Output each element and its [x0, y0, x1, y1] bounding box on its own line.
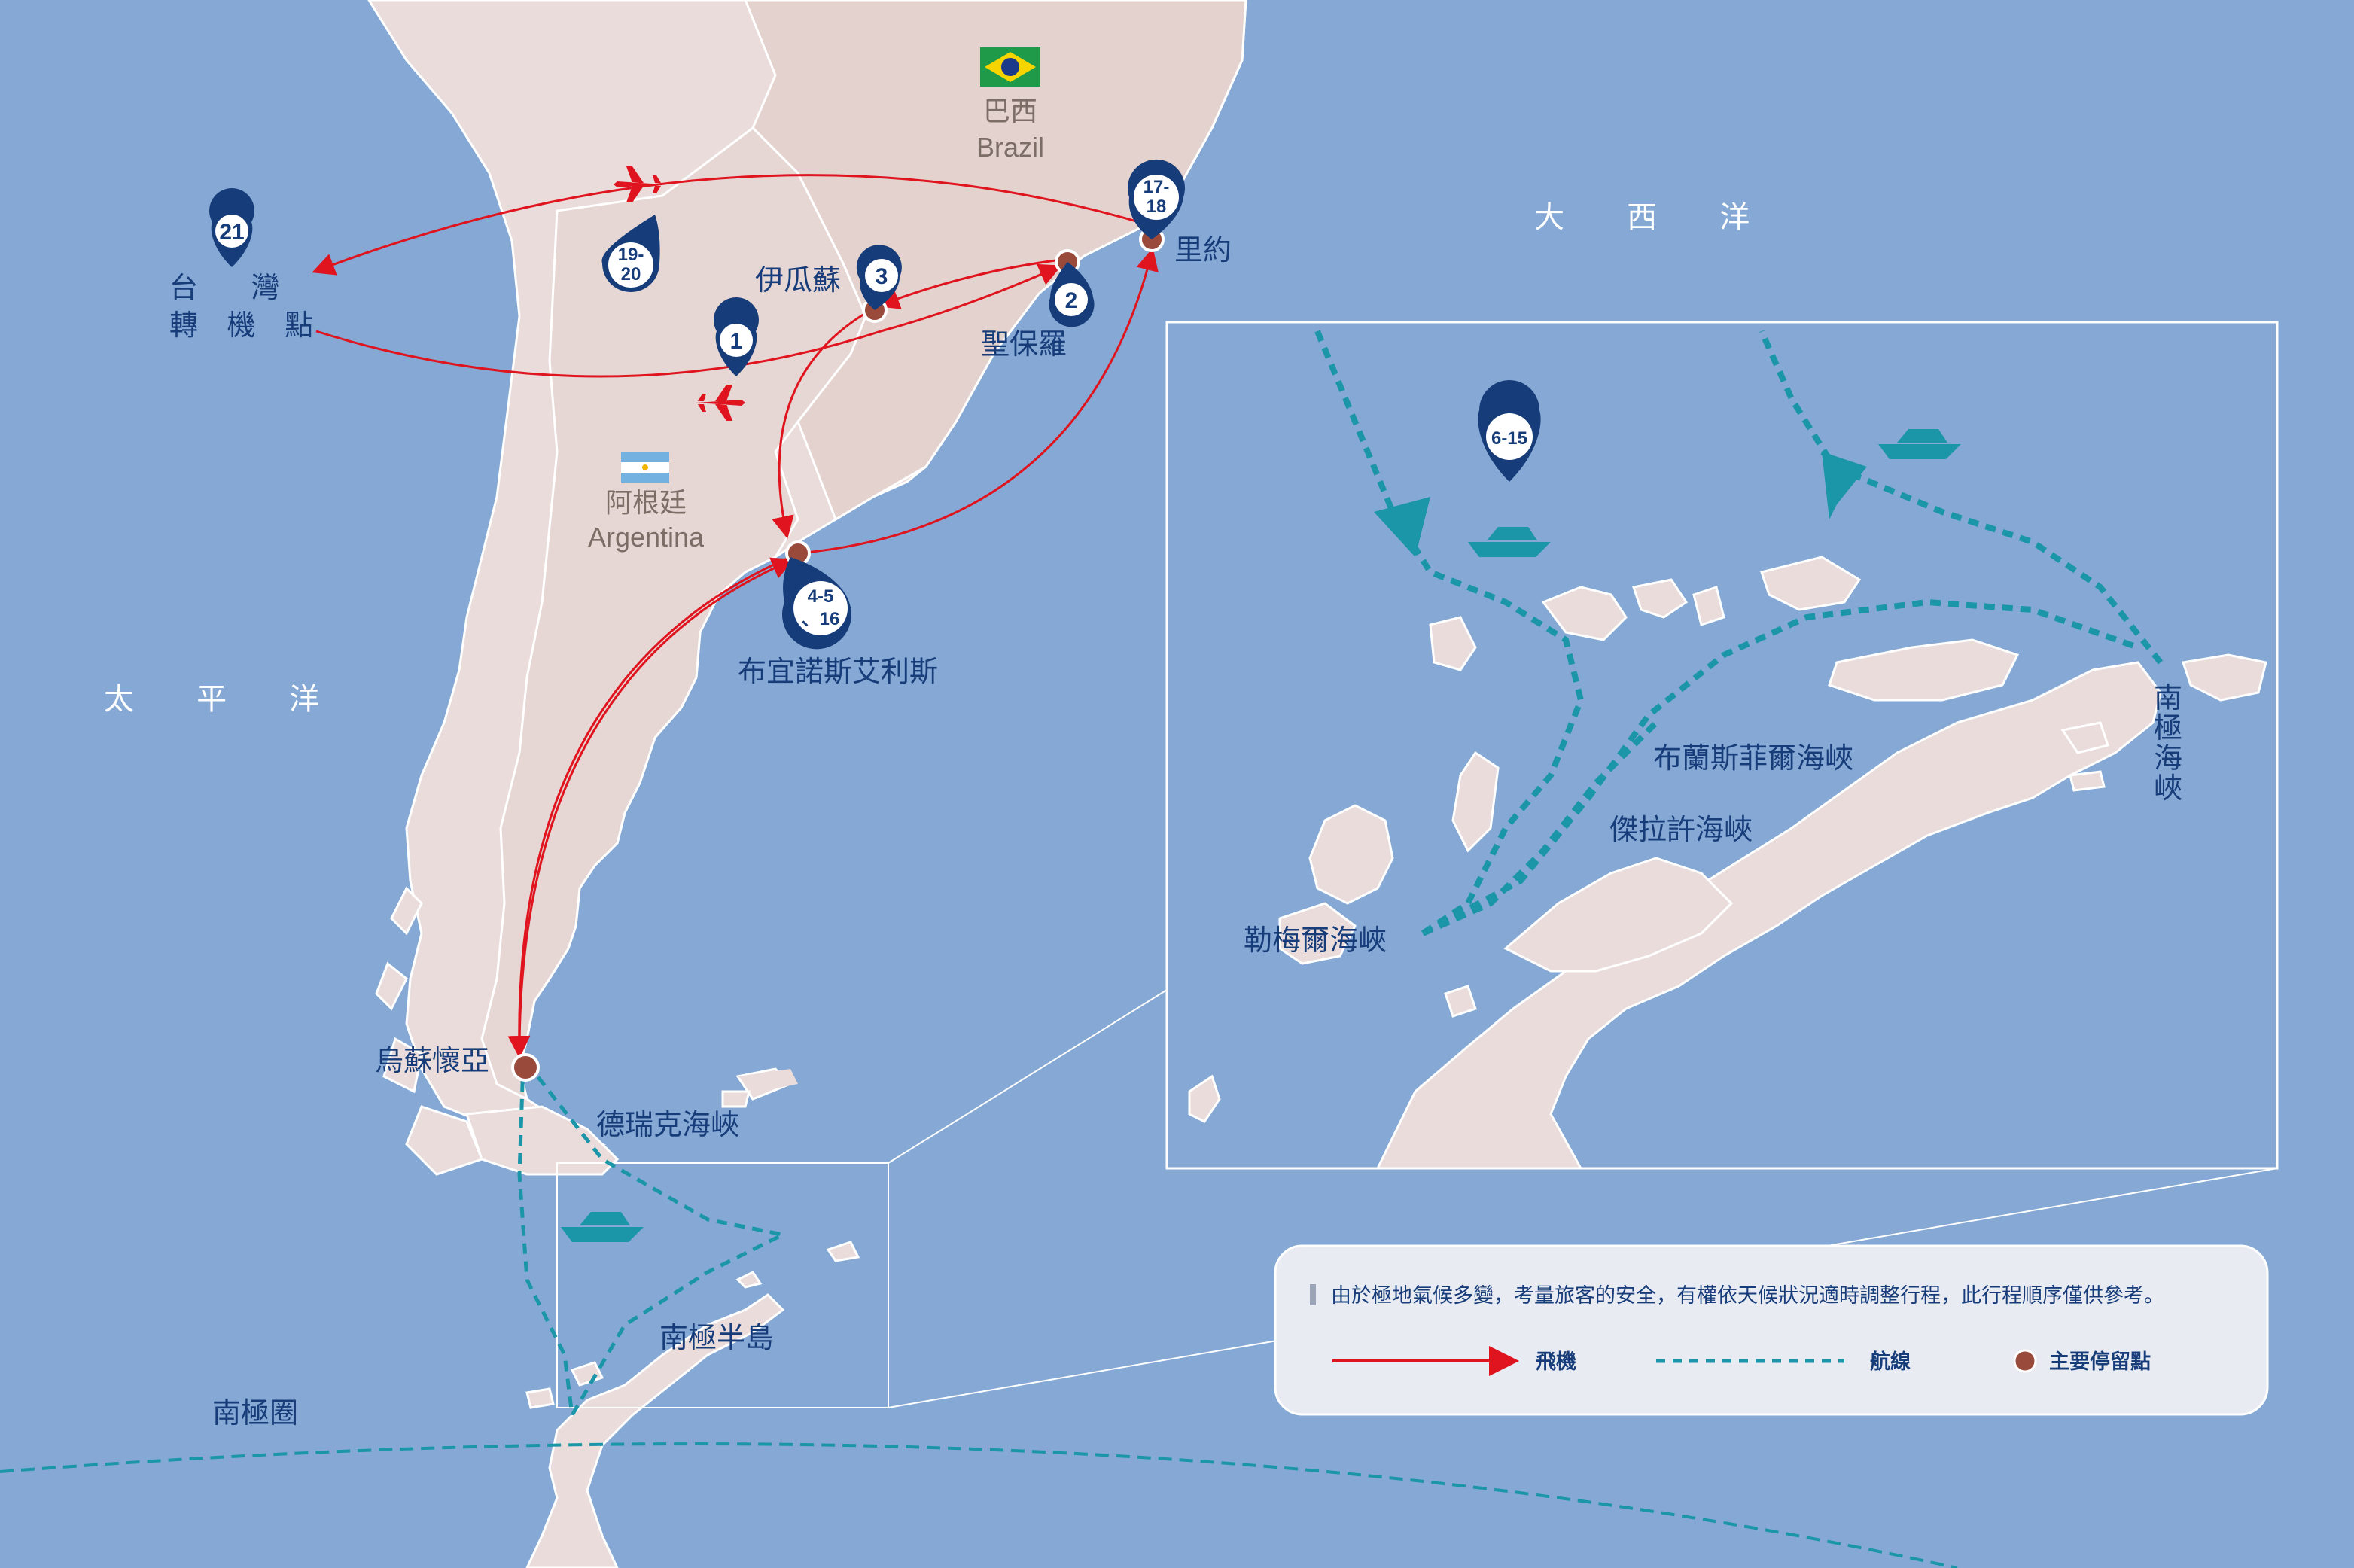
svg-text:18: 18 — [1147, 196, 1167, 217]
lemaire-label: 勒梅爾海峽 — [1244, 925, 1387, 957]
flight-to-saopaulo — [880, 263, 1062, 333]
gerlache-label: 傑拉許海峽 — [1609, 814, 1753, 846]
inset-link-top — [888, 989, 1168, 1164]
pin-day-2: 2 — [1049, 262, 1095, 327]
antarctic-inset: 6-15 勒梅爾海峽 傑拉許海峽 布蘭斯菲爾海峽 南 極 海 峽 — [1165, 321, 2279, 1170]
brazil-label-en: Brazil — [976, 132, 1044, 163]
ship-icon — [561, 1212, 644, 1242]
flight-saopaulo-iguazu — [876, 258, 1062, 309]
ship-icon — [1878, 429, 1961, 459]
argentina-label-zh: 阿根廷 — [605, 487, 687, 518]
pin-day-4-5-16: 4-5 、16 — [782, 557, 851, 650]
svg-text:19-: 19- — [618, 245, 644, 265]
antarctic-sound-label: 南 極 海 峽 — [2154, 683, 2182, 805]
atlantic-ocean-label: 大 西 洋 — [1534, 201, 1777, 234]
svg-text:17-: 17- — [1144, 177, 1170, 197]
flight-ba-ushuaia — [507, 556, 791, 1058]
argentina-label-en: Argentina — [588, 522, 705, 553]
legend-flight-label: 飛機 — [1536, 1350, 1576, 1373]
brazil-flag-icon — [980, 47, 1040, 87]
stop-ushuaia — [511, 1053, 540, 1082]
antarctic-circle-line — [0, 1442, 1958, 1568]
flight-ushuaia-ba — [518, 557, 795, 1055]
pin-day-21: 21 — [209, 188, 254, 267]
plane-icon — [696, 385, 745, 421]
drake-passage-label: 德瑞克海峽 — [596, 1110, 739, 1141]
antarctic-peninsula-label: 南極半島 — [659, 1323, 774, 1354]
taiwan-label-line1: 台 灣 — [169, 272, 303, 304]
pin-day-19-20: 19- 20 — [601, 215, 660, 292]
bransfield-label: 布蘭斯菲爾海峽 — [1653, 743, 1853, 775]
inset-arrow-1 — [1374, 497, 1430, 557]
inset-arrow-3 — [1822, 452, 1867, 504]
svg-text:峽: 峽 — [2154, 773, 2182, 805]
antarctic-circle-label: 南極圈 — [212, 1398, 298, 1429]
svg-text:6-15: 6-15 — [1491, 428, 1527, 449]
buenos-aires-label: 布宜諾斯艾利斯 — [738, 656, 938, 688]
svg-text:海: 海 — [2154, 743, 2182, 775]
sea-route-out — [517, 1062, 574, 1416]
legend-stop-icon — [2013, 1349, 2037, 1373]
legend-route-label: 航線 — [1870, 1350, 1911, 1373]
svg-text:1: 1 — [730, 329, 743, 354]
pin-day-6-15: 6-15 — [1478, 380, 1541, 482]
flight-rio-taiwan — [312, 174, 1153, 276]
pin-day-1: 1 — [713, 297, 760, 376]
argentina-flag-icon — [621, 452, 669, 483]
rio-label: 里約 — [1174, 235, 1232, 266]
inset-route-4 — [1820, 449, 2164, 665]
svg-text:極: 極 — [2154, 713, 2182, 744]
legend-note: 由於極地氣候多變，考量旅客的安全，有權依天候狀況適時調整行程，此行程順序僅供參考… — [1331, 1284, 2164, 1307]
svg-text:4-5: 4-5 — [808, 586, 834, 607]
svg-text:2: 2 — [1065, 288, 1078, 313]
flight-taiwan-sa — [315, 330, 882, 378]
plane-icon — [614, 166, 662, 202]
iguazu-label: 伊瓜蘇 — [755, 265, 841, 297]
svg-text:20: 20 — [621, 264, 641, 285]
sao-paulo-label: 聖保羅 — [981, 329, 1067, 361]
svg-text:3: 3 — [876, 264, 888, 289]
inset-source-frame — [556, 1162, 889, 1408]
inset-route-1 — [1314, 330, 1585, 936]
ushuaia-label: 烏蘇懷亞 — [375, 1046, 489, 1077]
ship-icon — [1468, 527, 1551, 557]
antarctic-peninsula-land — [525, 1069, 860, 1568]
svg-text:南: 南 — [2154, 683, 2182, 714]
legend-stop-label: 主要停留點 — [2049, 1350, 2151, 1373]
pin-day-3: 3 — [856, 245, 902, 310]
inset-route-5 — [1759, 330, 1832, 461]
flight-ba-rio — [797, 248, 1159, 555]
svg-text:、16: 、16 — [802, 609, 840, 629]
legend: 由於極地氣候多變，考量旅客的安全，有權依天候狀況適時調整行程，此行程順序僅供參考… — [1274, 1244, 2269, 1416]
brazil-label-zh: 巴西 — [983, 96, 1037, 126]
pin-day-17-18: 17- 18 — [1127, 159, 1186, 239]
taiwan-label-line2: 轉 機 點 — [169, 310, 324, 342]
flight-iguazu-ba — [772, 307, 874, 539]
south-america-land — [367, 0, 1247, 1176]
inset-route-3 — [1421, 720, 1658, 936]
pacific-ocean-label: 太 平 洋 — [104, 683, 346, 716]
svg-text:21: 21 — [219, 220, 244, 245]
